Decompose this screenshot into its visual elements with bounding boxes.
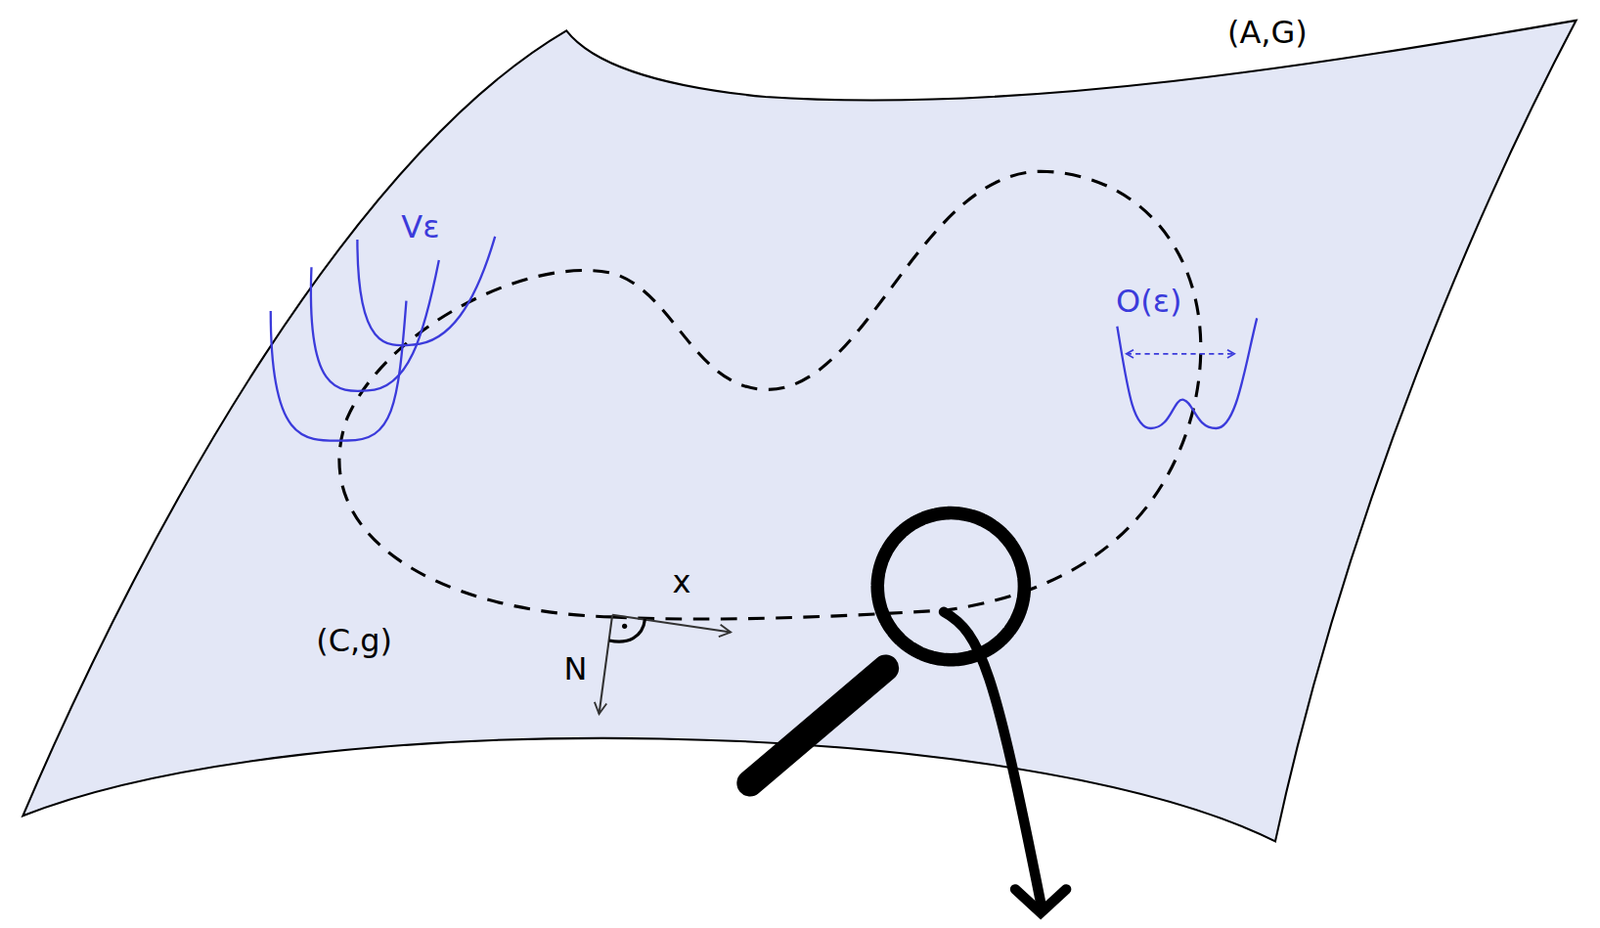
space-label: (A,G) xyxy=(1227,16,1308,48)
normal-vector xyxy=(599,615,614,714)
width-label: O(ε) xyxy=(1115,285,1182,317)
right-angle-dot xyxy=(622,623,627,629)
magnifier xyxy=(750,513,1067,914)
width-arrow xyxy=(1126,353,1236,356)
tangent-vector xyxy=(612,615,731,633)
right-angle-mark xyxy=(609,619,646,642)
double-well-potential xyxy=(1116,317,1257,429)
confining-potentials xyxy=(270,236,495,442)
potential-label: Vε xyxy=(400,211,440,243)
submanifold-curve xyxy=(339,171,1201,620)
submanifold-label: (C,g) xyxy=(315,624,393,657)
manifold-surface xyxy=(22,20,1576,843)
normal-label: N xyxy=(563,653,587,685)
tangent-label: x xyxy=(672,566,692,598)
